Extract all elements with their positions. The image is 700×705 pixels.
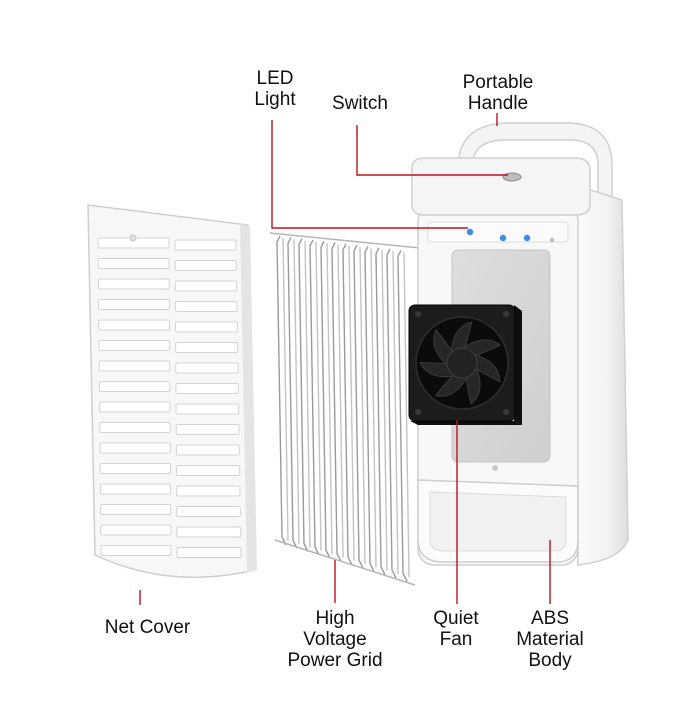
- led-icon: [499, 234, 507, 242]
- abs-body-label: ABS Material Body: [516, 608, 584, 671]
- net-slot: [98, 381, 171, 392]
- grid-wire: [304, 240, 311, 548]
- net-slot: [175, 362, 239, 374]
- net-slot: [175, 424, 240, 435]
- net-slot: [174, 301, 238, 312]
- grid-wire: [282, 237, 289, 542]
- grid-wire: [397, 249, 408, 582]
- net-slot: [175, 444, 240, 456]
- grid-wire: [353, 244, 364, 569]
- grid-wire: [403, 252, 410, 578]
- fan-blade: [472, 353, 501, 383]
- net-cover: [87, 204, 257, 578]
- led-icon: [523, 234, 531, 242]
- grid-wire: [331, 242, 342, 562]
- led-light-leader-line: [271, 120, 468, 229]
- grid-wire: [386, 248, 397, 579]
- net-slot: [175, 383, 239, 394]
- net-slot: [98, 319, 171, 331]
- grid-wire: [381, 249, 388, 571]
- net-slot: [174, 280, 238, 292]
- net-slot: [174, 239, 237, 251]
- grid-wire: [348, 245, 355, 561]
- switch-leader-line: [356, 125, 508, 176]
- net-cover-screw-icon: [129, 234, 137, 242]
- net-slot: [98, 360, 171, 372]
- net-cover-label: Net Cover: [104, 617, 191, 638]
- led-light-label: LED Light: [254, 68, 296, 110]
- net-slot: [176, 506, 241, 517]
- grid-wire: [276, 235, 287, 546]
- net-slot: [98, 299, 170, 310]
- fan-blade: [450, 321, 473, 355]
- grid-wire: [337, 244, 344, 558]
- net-slot: [97, 278, 170, 290]
- net-slot: [175, 465, 241, 476]
- grid-wire: [320, 240, 331, 559]
- power-grid-label: High Voltage Power Grid: [287, 608, 383, 671]
- grid-wire: [293, 239, 300, 545]
- led-icon: [466, 228, 474, 236]
- top-cap: [411, 157, 591, 216]
- grid-wire: [364, 246, 375, 572]
- net-slot: [99, 422, 171, 433]
- grid-wire: [309, 239, 320, 556]
- grid-wire: [315, 241, 322, 551]
- net-slot: [176, 547, 242, 558]
- grid-wire: [298, 238, 309, 552]
- quiet-fan-label: Quiet Fan: [433, 608, 479, 650]
- switch-button: [502, 172, 522, 182]
- net-slot: [175, 403, 240, 415]
- net-slot: [97, 258, 170, 269]
- net-slot: [99, 442, 171, 454]
- quiet-fan: [408, 304, 522, 425]
- net-slot: [176, 485, 241, 497]
- grid-wire: [370, 248, 377, 568]
- net-slot: [100, 504, 172, 515]
- net-slot: [99, 463, 171, 474]
- net-slot: [99, 483, 172, 495]
- grid-wire: [359, 247, 366, 565]
- led-icon: [549, 237, 555, 243]
- portable-handle-label: Portable Handle: [462, 72, 534, 114]
- net-slot: [100, 545, 172, 556]
- net-slot: [175, 342, 239, 353]
- power-grid: [269, 232, 421, 586]
- fan-hub: [446, 347, 478, 379]
- grid-wire: [326, 243, 333, 555]
- grid-wire: [392, 250, 399, 575]
- net-slot: [98, 340, 171, 351]
- net-slot: [99, 401, 171, 413]
- net-slot: [175, 321, 238, 333]
- net-slot: [100, 524, 172, 536]
- switch-label: Switch: [332, 93, 388, 114]
- net-slot: [174, 260, 237, 271]
- grid-wire: [342, 243, 353, 566]
- grid-wire: [375, 247, 386, 576]
- net-slot: [176, 526, 242, 538]
- leader-lines: [139, 113, 551, 605]
- fan-blade: [434, 372, 469, 397]
- grid-wire: [287, 236, 298, 549]
